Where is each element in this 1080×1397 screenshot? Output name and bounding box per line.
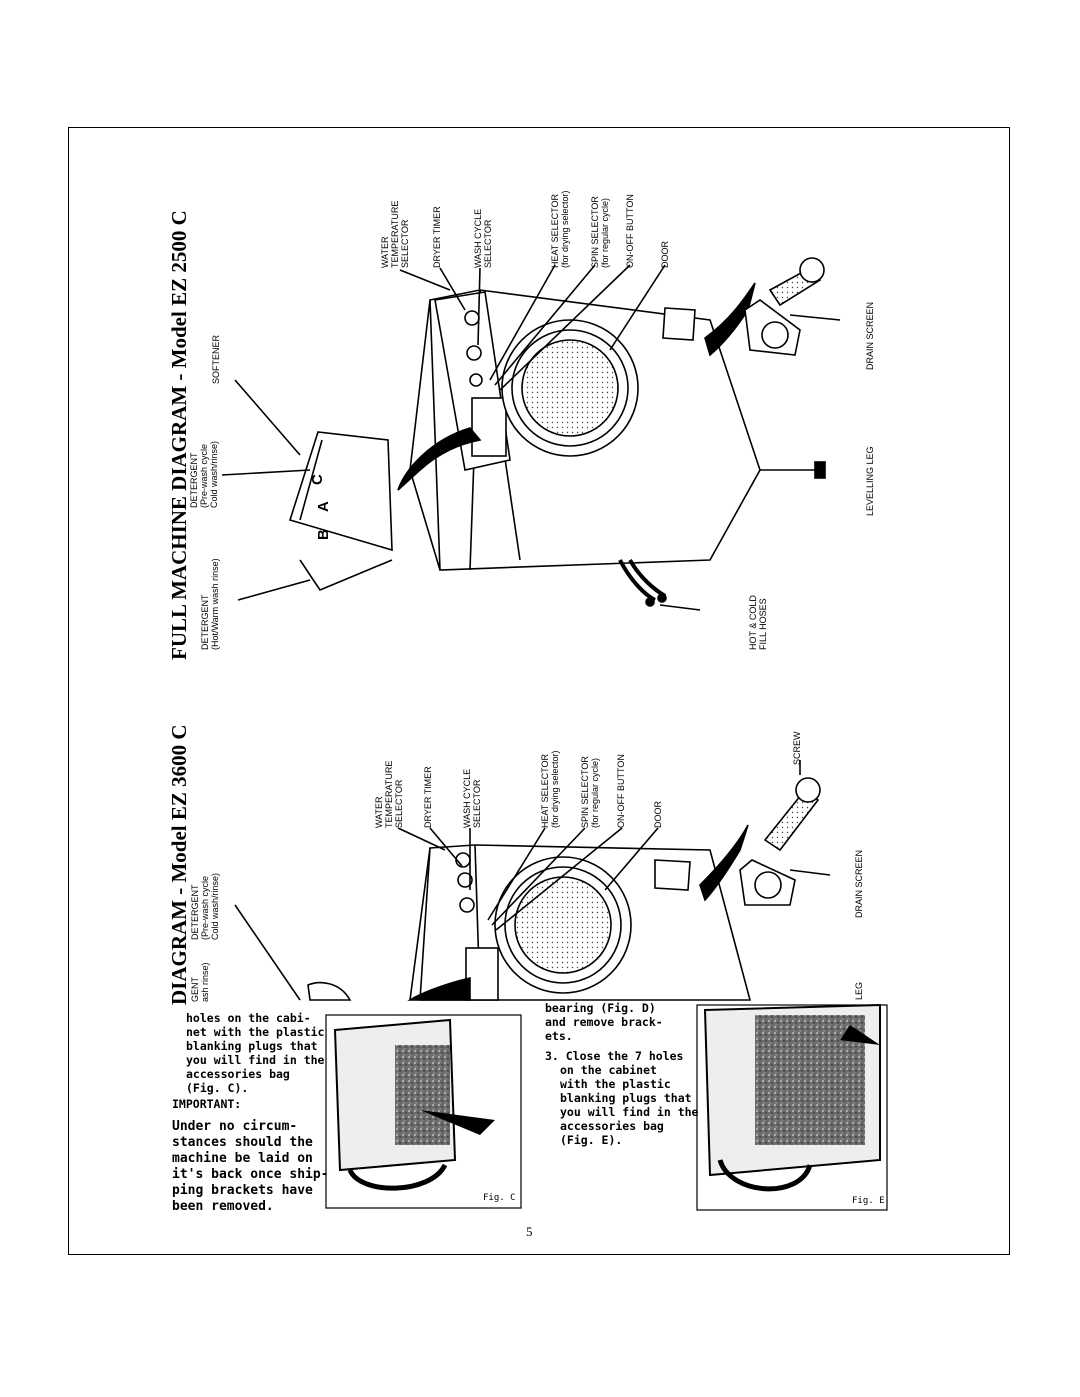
- top-label-softener: SOFTENER: [211, 334, 221, 384]
- top-label-dryer: DRYER TIMER: [432, 206, 442, 268]
- top-label-water-2: TEMPERATURE: [390, 201, 400, 268]
- step-line-5: you will find in the: [560, 1105, 699, 1119]
- step-line-4: blanking plugs that: [560, 1091, 692, 1105]
- bottom-label-heat-2: (for drying selector): [550, 750, 560, 828]
- fig-e-caption: Fig. E: [852, 1196, 885, 1206]
- right-line-1: bearing (Fig. D): [545, 1001, 656, 1015]
- right-line-3: ets.: [545, 1029, 573, 1043]
- warning-line-5: ping brackets have: [172, 1183, 313, 1198]
- top-label-leg: LEVELLING LEG: [865, 446, 875, 516]
- right-text-column: bearing (Fig. D) and remove brack- ets. …: [545, 1001, 699, 1147]
- left-line-6: (Fig. C).: [186, 1081, 248, 1095]
- bottom-label-leg: LEG: [854, 982, 864, 1000]
- top-label-heat-1: HEAT SELECTOR: [550, 193, 560, 268]
- top-label-det-hot-2: (Hot/Warm wash rinse): [210, 558, 220, 650]
- tray-letter-c: C: [309, 474, 326, 485]
- top-label-onoff: ON-OFF BUTTON: [625, 194, 635, 268]
- top-label-door: DOOR: [660, 240, 670, 268]
- left-line-2: net with the plastic: [186, 1025, 324, 1039]
- bottom-title: DIAGRAM - Model EZ 3600 C: [167, 724, 191, 1005]
- bottom-label-door: DOOR: [653, 800, 663, 828]
- bottom-label-water-3: SELECTOR: [394, 779, 404, 828]
- top-label-wash-1: WASH CYCLE: [473, 209, 483, 268]
- warning-line-3: machine be laid on: [172, 1151, 313, 1166]
- top-title: FULL MACHINE DIAGRAM - Model EZ 2500 C: [167, 210, 191, 660]
- important-heading: IMPORTANT:: [172, 1097, 241, 1111]
- top-label-det-pre-3: Cold wash/rinse): [209, 441, 219, 508]
- top-label-drain: DRAIN SCREEN: [865, 302, 875, 370]
- bottom-label-wash-1: WASH CYCLE: [462, 769, 472, 828]
- bottom-label-det-cut-1: GENT: [190, 976, 200, 1002]
- step-line-2: on the cabinet: [560, 1063, 657, 1077]
- tray-letter-a: A: [315, 501, 332, 512]
- top-label-water-1: WATER: [380, 236, 390, 268]
- bottom-label-screw: SCREW: [792, 731, 802, 765]
- right-line-2: and remove brack-: [545, 1015, 663, 1029]
- page-frame: [68, 127, 1010, 1255]
- bottom-label-drain: DRAIN SCREEN: [854, 850, 864, 918]
- tray-letter-b: B: [315, 529, 332, 540]
- left-line-1: holes on the cabi-: [186, 1011, 311, 1025]
- top-label-water-3: SELECTOR: [400, 219, 410, 268]
- fig-c-photo: Fig. C: [325, 1014, 522, 1209]
- top-label-det-hot-1: DETERGENT: [200, 594, 210, 650]
- bottom-label-det-pre-1: DETERGENT: [190, 884, 200, 940]
- top-label-det-pre-1: DETERGENT: [189, 452, 199, 508]
- bottom-label-det-pre-2: (Pre-wash cycle: [200, 876, 210, 940]
- left-line-3: blanking plugs that: [186, 1039, 318, 1053]
- bottom-label-spin-2: (for regular cycle): [590, 758, 600, 828]
- top-label-hoses-1: HOT & COLD: [748, 595, 758, 650]
- bottom-label-heat-1: HEAT SELECTOR: [540, 753, 550, 828]
- top-label-det-pre-2: (Pre-wash cycle: [199, 444, 209, 508]
- bottom-label-det-pre-3: Cold wash/rinse): [210, 873, 220, 940]
- bottom-label-det-cut-2: ash rinse): [200, 962, 210, 1002]
- bottom-label-spin-1: SPIN SELECTOR: [580, 756, 590, 828]
- step-line-6: accessories bag: [560, 1119, 664, 1133]
- bottom-machine-illustration: [234, 760, 831, 1001]
- bottom-label-onoff: ON-OFF BUTTON: [616, 754, 626, 828]
- fig-e-photo: Fig. E: [696, 1003, 888, 1211]
- bottom-label-dryer: DRYER TIMER: [423, 766, 433, 828]
- top-label-hoses-2: FILL HOSES: [758, 598, 768, 650]
- top-label-spin-2: (for regular cycle): [600, 198, 610, 268]
- step-line-3: with the plastic: [560, 1077, 671, 1091]
- warning-line-6: been removed.: [172, 1199, 274, 1214]
- left-line-4: you will find in the: [186, 1053, 325, 1067]
- page-number: 5: [526, 1224, 533, 1239]
- left-line-5: accessories bag: [186, 1067, 290, 1081]
- warning-line-1: Under no circum-: [172, 1119, 297, 1134]
- step-line-1: 3. Close the 7 holes: [545, 1049, 683, 1063]
- left-text-column: holes on the cabi- net with the plastic …: [172, 1011, 329, 1214]
- warning-line-4: it's back once ship-: [172, 1167, 329, 1182]
- bottom-label-water-2: TEMPERATURE: [384, 761, 394, 828]
- top-label-wash-2: SELECTOR: [483, 219, 493, 268]
- top-label-spin-1: SPIN SELECTOR: [590, 196, 600, 268]
- warning-line-2: stances should the: [172, 1135, 313, 1150]
- top-machine-illustration: [221, 257, 841, 611]
- bottom-label-water-1: WATER: [374, 796, 384, 828]
- bottom-label-wash-2: SELECTOR: [472, 779, 482, 828]
- fig-c-caption: Fig. C: [483, 1193, 516, 1203]
- step-line-7: (Fig. E).: [560, 1133, 622, 1147]
- top-label-heat-2: (for drying selector): [560, 190, 570, 268]
